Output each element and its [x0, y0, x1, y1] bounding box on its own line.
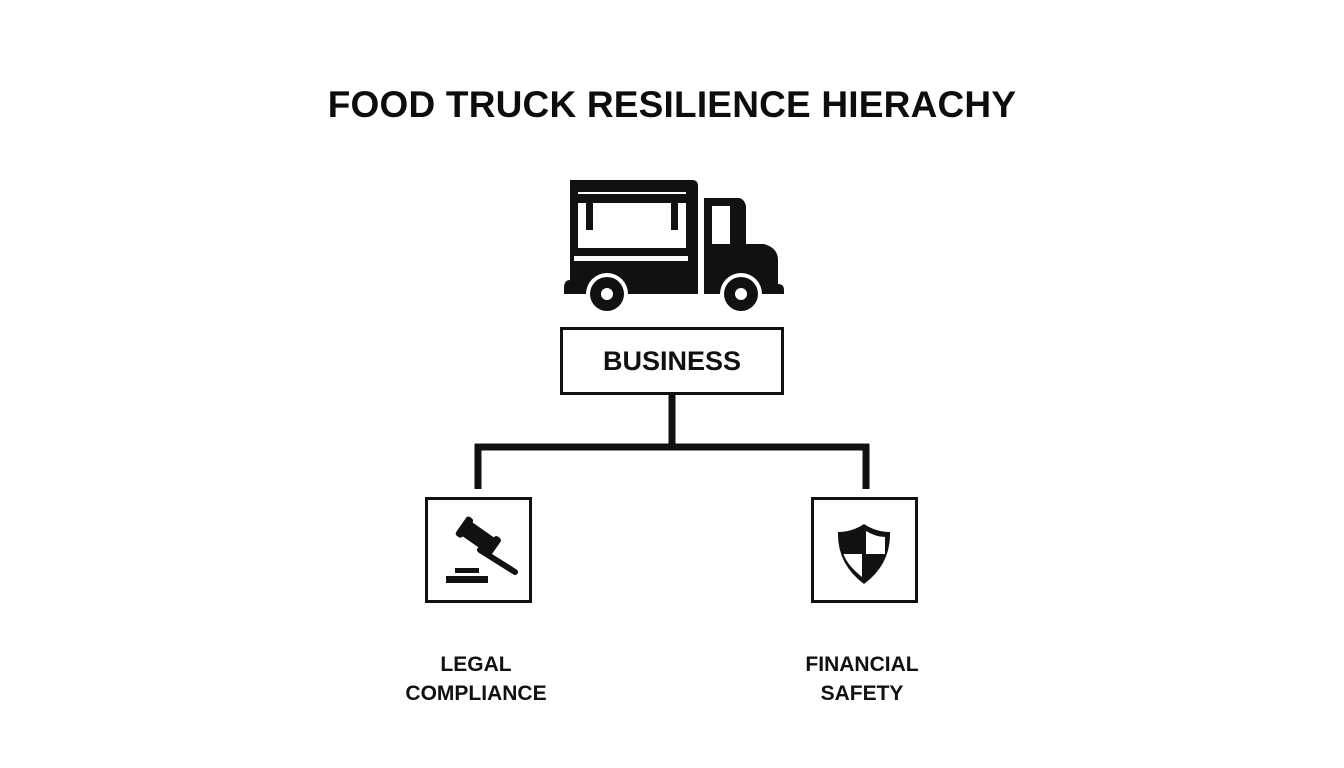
legal-compliance-label: LEGAL COMPLIANCE	[366, 650, 586, 708]
business-label: BUSINESS	[602, 345, 742, 376]
diagram-title: FOOD TRUCK RESILIENCE HIERACHY	[327, 84, 1017, 125]
business-node: BUSINESS	[560, 327, 784, 395]
label-line: SAFETY	[820, 682, 904, 705]
gavel-icon	[446, 516, 518, 583]
food-truck-icon	[564, 180, 784, 315]
label-line: COMPLIANCE	[405, 682, 547, 705]
financial-safety-label: FINANCIAL SAFETY	[752, 650, 972, 708]
shield-icon	[837, 524, 891, 584]
label-line: FINANCIAL	[805, 653, 919, 676]
label-line: LEGAL	[440, 653, 512, 676]
financial-safety-node	[811, 497, 918, 603]
legal-compliance-node	[425, 497, 532, 603]
